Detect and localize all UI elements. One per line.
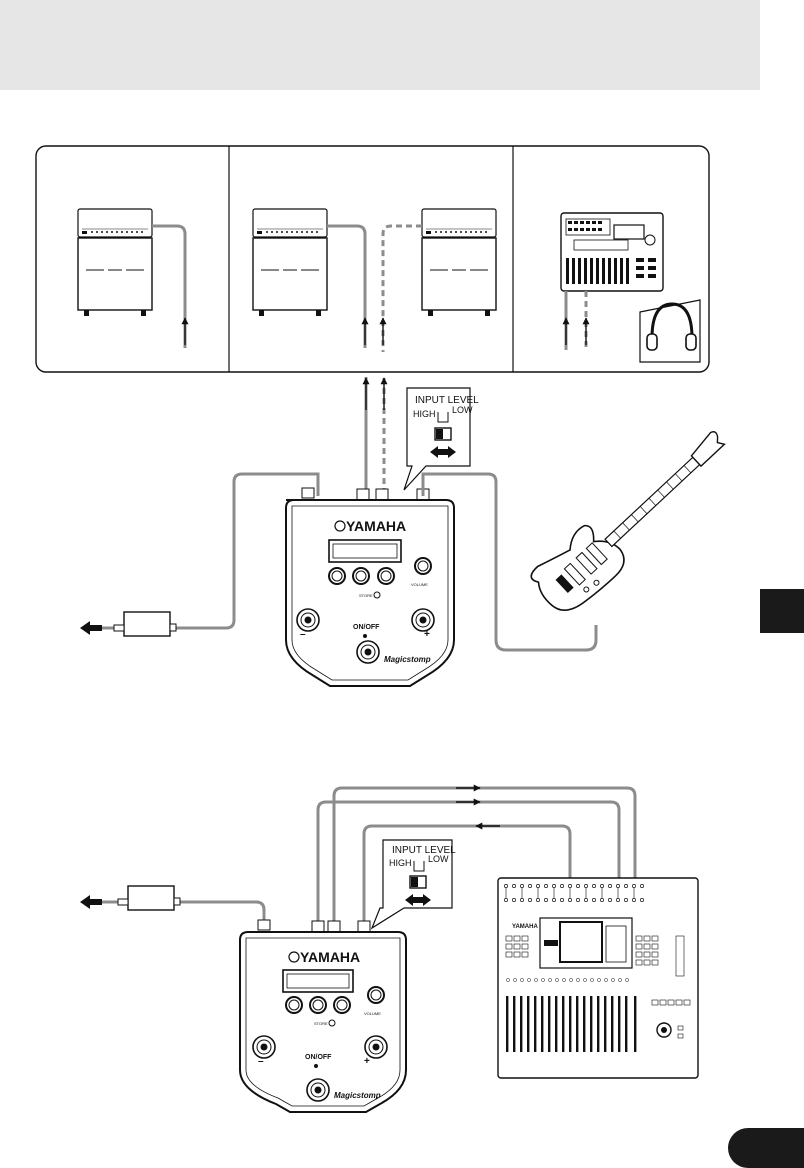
bottom-figure: INPUT LEVEL HIGH LOW YAMAHA bbox=[80, 784, 699, 1113]
input-level-callout-bottom: INPUT LEVEL HIGH LOW bbox=[370, 839, 456, 930]
digital-mixer: YAMAHA bbox=[497, 877, 699, 1079]
magicstomp-pedal-bottom: YAMAHA VOLUME STORE ON/OFF – + Magicstom… bbox=[239, 919, 407, 1113]
brand-label: YAMAHA bbox=[300, 949, 360, 965]
store-label: STORE bbox=[314, 1021, 328, 1026]
product-label: Magicstomp bbox=[384, 655, 431, 664]
volume-label: VOLUME bbox=[411, 582, 428, 587]
header-band bbox=[0, 0, 760, 90]
high-label: HIGH bbox=[413, 409, 436, 419]
plus-label: + bbox=[364, 1056, 370, 1067]
electric-guitar bbox=[530, 431, 726, 611]
on-off-label: ON/OFF bbox=[305, 1054, 332, 1061]
low-label: LOW bbox=[428, 854, 449, 864]
guitar-amp-3 bbox=[421, 208, 497, 317]
guitar-amp-1 bbox=[77, 208, 153, 317]
slide-arrow-icon bbox=[405, 894, 431, 906]
ac-adaptor-top bbox=[80, 472, 320, 637]
volume-label: VOLUME bbox=[364, 1011, 381, 1016]
destination-panel bbox=[35, 145, 710, 373]
store-label: STORE bbox=[359, 593, 373, 598]
brand-label: YAMAHA bbox=[346, 518, 406, 534]
input-level-label: INPUT LEVEL bbox=[415, 395, 479, 406]
to-outlet-arrow-icon bbox=[80, 895, 102, 909]
minus-label: – bbox=[300, 629, 306, 640]
plus-label: + bbox=[424, 629, 430, 640]
page-number-tab bbox=[728, 1128, 804, 1168]
ac-adaptor-bottom bbox=[80, 885, 266, 924]
guitar-amp-2 bbox=[252, 208, 328, 317]
to-outlet-arrow-icon bbox=[80, 621, 102, 635]
top-figure: INPUT LEVEL HIGH LOW YAMAHA VOLUME bbox=[35, 145, 726, 687]
slide-arrow-icon bbox=[430, 446, 456, 458]
section-tab bbox=[760, 589, 804, 633]
low-label: LOW bbox=[452, 405, 473, 415]
magicstomp-pedal-top: YAMAHA VOLUME STORE ON/OFF – + Magicstom… bbox=[285, 487, 455, 687]
multitrack-recorder bbox=[560, 212, 664, 292]
high-label: HIGH bbox=[389, 858, 412, 868]
input-level-label: INPUT LEVEL bbox=[392, 845, 456, 856]
product-label: Magicstomp bbox=[334, 1091, 381, 1100]
headphones-icon bbox=[639, 299, 701, 363]
minus-label: – bbox=[258, 1056, 264, 1067]
input-level-callout-top: INPUT LEVEL HIGH LOW bbox=[403, 387, 479, 491]
mixer-brand-label: YAMAHA bbox=[512, 924, 538, 930]
on-off-label: ON/OFF bbox=[353, 624, 380, 631]
